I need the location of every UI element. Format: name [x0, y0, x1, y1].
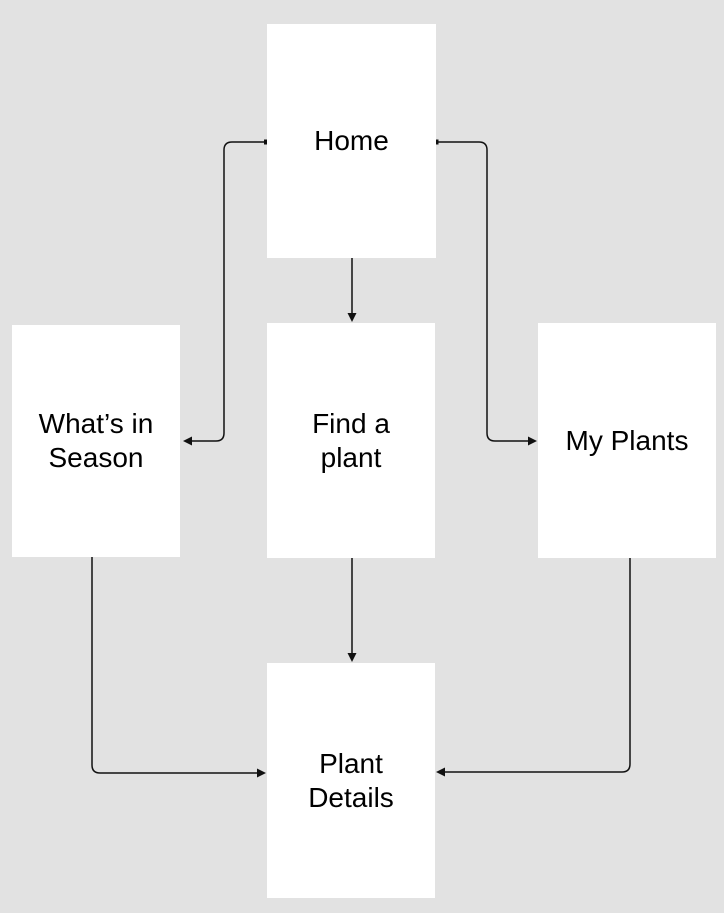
node-home[interactable]: Home	[267, 24, 436, 258]
edge-home-to-whats-in-season[interactable]	[183, 139, 269, 446]
node-my-plants-label: My Plants	[565, 424, 689, 456]
node-home-label: Home	[314, 125, 389, 156]
node-find-a-plant-label: Find a plant	[312, 407, 390, 473]
node-find-a-plant[interactable]: Find a plant	[267, 323, 435, 558]
edge-my-plants-to-plant-details[interactable]	[436, 558, 631, 777]
node-plant-details-label: Plant Details	[308, 747, 394, 813]
edge-line	[436, 141, 530, 442]
node-my-plants[interactable]: My Plants	[538, 323, 716, 558]
edge-line	[91, 557, 259, 774]
node-plant-details[interactable]: Plant Details	[267, 663, 435, 898]
node-whats-in-season[interactable]: What’s in Season	[12, 325, 180, 557]
edge-line	[190, 141, 267, 442]
edge-home-to-find-a-plant[interactable]	[347, 252, 357, 322]
edge-line	[443, 558, 631, 773]
edge-whats-in-season-to-plant-details[interactable]	[91, 557, 266, 778]
edge-find-a-plant-to-plant-details[interactable]	[347, 552, 357, 662]
edge-home-to-my-plants[interactable]	[433, 139, 538, 446]
node-whats-in-season-label: What’s in Season	[38, 408, 154, 473]
